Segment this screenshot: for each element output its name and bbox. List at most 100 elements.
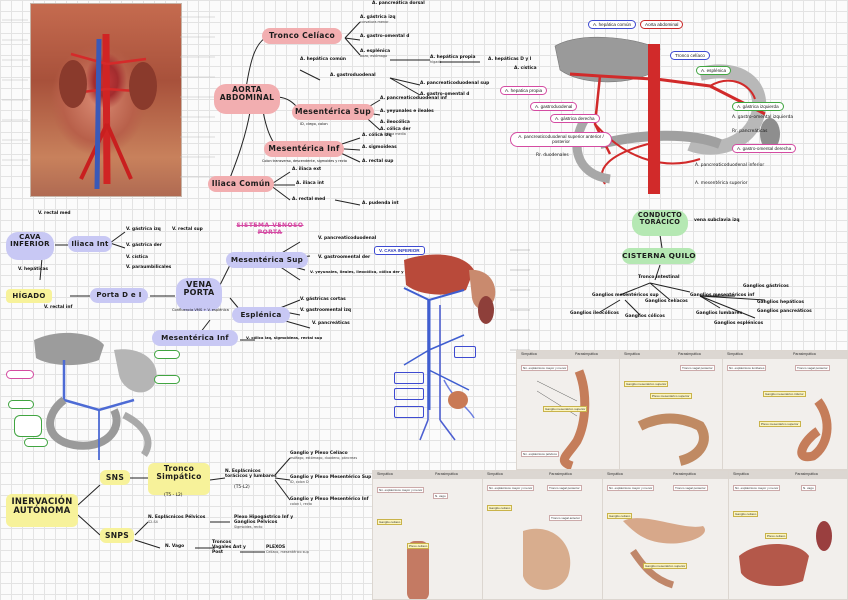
node-iliaca-int-v: Iliaca Int: [68, 236, 112, 252]
node-mesenterica-inf: Mesentérica Inf: [264, 141, 344, 157]
label-ganglios-mes-sup: Ganglios mesentéricos sup: [592, 293, 659, 298]
portal-vein-illustration: V. CAVA INFERIOR: [374, 240, 514, 420]
label-iliaca-int: A. iliaca int: [296, 181, 324, 186]
label-ganglios-mes-inf: Ganglios mesentéricos inf: [690, 293, 755, 298]
heading-sistema-venoso: SISTEMA VENOSO PORTA: [236, 222, 304, 236]
node-iliaca-comun: Iliaca Común: [208, 176, 274, 192]
label-colica-izq: A. cólica izq: [362, 133, 392, 138]
label-ganglios-esplenicos: Ganglios esplénicos: [714, 321, 764, 326]
label-sigmoideas: A. sigmoideas: [362, 145, 397, 150]
label-hepaticas-dyi: A. hepáticas D y I: [488, 57, 532, 62]
node-mesenterica-sup-v: Mesentérica Sup: [226, 252, 308, 268]
portal-system-diagram: [4, 320, 194, 465]
node-aorta-abdominal: AORTA ABDOMINAL: [214, 84, 280, 114]
label-v-rectal-media: V. rectal med: [38, 211, 71, 216]
tag-gastrica-izquierda: A. gástrica izquierda: [732, 102, 784, 112]
aorta-drawing: [59, 33, 157, 190]
tag-tronco-celiaco: Tronco celíaco: [670, 51, 710, 61]
label-pancreaticoduodenal-sup: A. pancreaticoduodenal sup: [420, 81, 490, 86]
label-pancreaticoduodenal-inf: A. pancreaticoduodenal inf: [380, 96, 447, 101]
label-v-rectal-inf: V. rectal inf: [44, 305, 73, 310]
label-pancreatica-dorsal: A. pancreática dorsal: [372, 1, 425, 6]
label-sup-mes-note: ID, ciego, colon: [300, 122, 328, 126]
label-pancreaticas: Rr. pancreáticas: [732, 129, 768, 134]
label-v-pancreaticoduodenal: V. pancreaticoduodenal: [318, 236, 377, 241]
aorta-dissection-image: [30, 3, 182, 197]
tag-esplenica: A. esplénica: [696, 66, 732, 76]
label-pancreaticoduodenal-inf-2: A. pancreaticoduodenal inferior: [695, 163, 765, 168]
label-vena-subclavia: vena subclavia izq: [694, 218, 740, 223]
label-ganglios-colicos: Ganglios cólicos: [625, 314, 665, 319]
label-ganglios-hepaticos: Ganglios hepáticos: [757, 300, 805, 305]
label-inf-mes-note: Colon transverso, descendente, sigmoides…: [262, 159, 347, 163]
label-v-colica-izq: V. cólica izq, sigmoideas, rectal sup: [246, 335, 323, 340]
label-rectal-media: A. rectal med: [292, 197, 326, 202]
label-tronco-intestinal: Tronco intestinal: [638, 275, 680, 280]
tag-gastroduodenal: A. gastroduodenal: [530, 102, 578, 112]
label-v-gastroomental-izq: V. gastroomental izq: [300, 308, 352, 313]
label-gastro-omental-der: A. gastro-omental d: [420, 92, 470, 97]
label-plexo-hipogastrico: Plexo Hipogástrico Inf y Ganglios Pélvic…: [234, 515, 294, 529]
label-ganglios-pancreaticos: Ganglios pancreáticos: [757, 309, 812, 314]
node-tronco-celiaco: Tronco Celíaco: [262, 28, 342, 44]
label-v-gastrica-der: V. gástrica der: [126, 243, 162, 248]
label-v-pancreaticas: V. pancreáticas: [312, 321, 350, 326]
node-sns: SNS: [100, 470, 130, 485]
node-tronco-simpatico: Tronco Simpático: [148, 463, 210, 495]
label-ganglios-celiacos: Ganglios celíacos: [645, 299, 688, 304]
tag-pancreaticoduodenal-sup: A. pancreaticoduodenal superior anterior…: [510, 132, 612, 147]
label-v-cistica: V. cística: [126, 255, 148, 260]
node-mesenterica-inf-v: Mesentérica Inf: [152, 330, 238, 346]
node-inervacion-autonoma: INERVACIÓN AUTÓNOMA: [6, 494, 78, 527]
node-porta-dei: Porta D e I: [90, 288, 148, 303]
label-troncos-vagales: Troncos Vagales Ant y Post: [212, 540, 246, 555]
label-yeyunales-ileales: A. yeyunales e ileales: [380, 109, 434, 114]
node-cisterna-quilo: CISTERNA QUILO: [622, 248, 696, 264]
tag-hepatica-propia: A. hepatica propia: [500, 86, 548, 96]
label-gastro-omental-d: A. gastro-omental d: [360, 34, 410, 39]
label-rectal-sup: A. rectal sup: [362, 159, 394, 164]
label-v-porta-formation: Confluencia VMS + V. esplénica: [172, 308, 229, 312]
label-v-gastroomental-der: V. gastroomental der: [318, 255, 371, 260]
tag-cava-inferior: V. CAVA INFERIOR: [374, 246, 425, 256]
label-n-vago: N. Vago: [165, 544, 185, 549]
node-cava-inferior: CAVA INFERIOR: [6, 232, 54, 260]
tag-aorta-abdominal: Aorta abdominal: [640, 20, 684, 30]
label-cistica: A. cística: [514, 66, 537, 71]
label-esplacnicos-sub: (T5-L2): [234, 485, 250, 490]
node-vena-porta: VENA PORTA: [176, 278, 222, 311]
label-hepatica-comun: A. hepática común: [300, 57, 347, 62]
label-iliaca-ext: A. iliaca ext: [292, 167, 322, 172]
label-v-gastricas-cortas: V. gástricas cortas: [300, 297, 346, 302]
label-mesenterica-sup-2: A. mesentérica superior: [695, 181, 748, 186]
label-tronco-sub: (T5 - L2): [164, 493, 183, 498]
photo-right-labels: [180, 5, 215, 199]
label-v-gastrica-izq: V. gástrica izq: [126, 227, 161, 232]
node-esplenica-v: Esplénica: [232, 307, 290, 323]
node-snps: SNPS: [100, 528, 134, 543]
node-higado: HÍGADO: [6, 289, 52, 303]
celiac-trunk-diagram: A. hepática común Aorta abdominal Tronco…: [500, 4, 845, 200]
label-ganglios-ileocolicos: Ganglios ileocólicos: [570, 311, 619, 316]
tag-gastro-omental-der: A. gastro-omental derecha: [732, 144, 797, 154]
label-ileocolica: A. ileocólica: [380, 120, 410, 125]
label-duodenales: Rr. duodenales: [536, 153, 569, 158]
label-ganglios-lumbares: Ganglios lumbares: [696, 311, 743, 316]
label-v-paraumbilicales: V. paraumbilicales: [126, 265, 172, 270]
label-ganglios-gastricos: Ganglios gástricos: [743, 284, 789, 289]
label-v-yeyunales: V. yeyunales, ileales, ileocólica, cólic…: [310, 269, 419, 274]
